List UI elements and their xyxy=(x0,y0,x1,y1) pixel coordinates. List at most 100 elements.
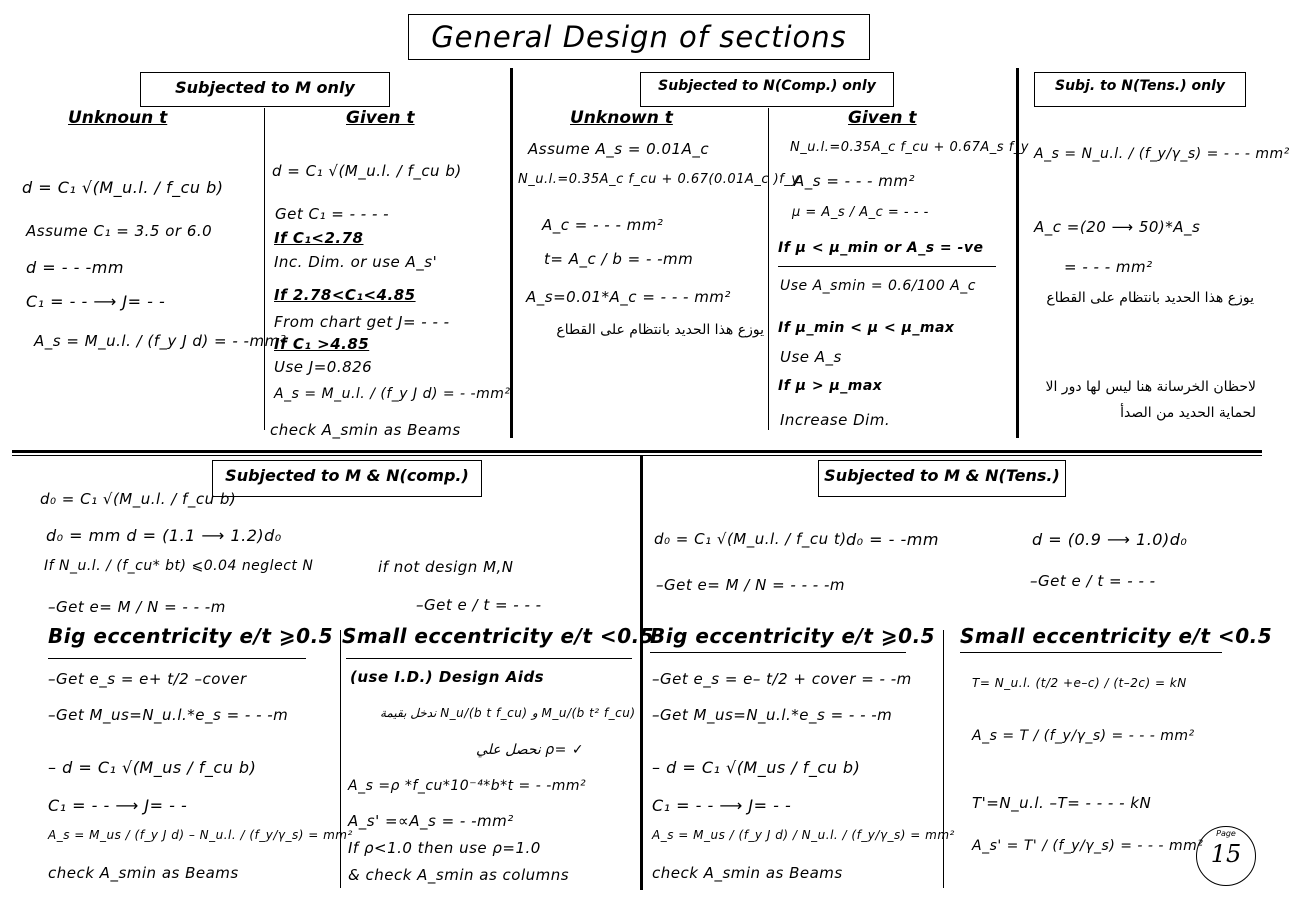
n-comp-left-line: Assume A_s = 0.01A_c xyxy=(528,140,710,158)
mn-tens-big-line: –Get M_us=N_u.l.*e_s = - - -m xyxy=(652,706,893,724)
m-only-right-line: check A_smin as Beams xyxy=(270,421,461,439)
mn-tens-small-line: T'=N_u.l. –T= - - - - kN xyxy=(972,794,1152,812)
page-stamp: Page 15 xyxy=(1196,826,1256,886)
m-only-right-line: If C₁<2.78 xyxy=(274,229,364,247)
mn-comp-small-line: (use I.D.) Design Aids xyxy=(350,668,545,686)
page-title: General Design of sections xyxy=(431,20,847,54)
m-only-unknown-t: Unknoun t xyxy=(68,108,168,128)
mn-tens-big-line: – d = C₁ √(M_us / f_cu b) xyxy=(652,758,861,777)
mn-tens-big-line: C₁ = - - ⟶ J= - - xyxy=(652,796,792,815)
page-title-box: General Design of sections xyxy=(408,14,870,60)
mn-comp-split xyxy=(340,630,341,888)
divider-center-bottom xyxy=(640,455,643,890)
n-comp-right-line: Use A_smin = 0.6/100 A_c xyxy=(780,278,976,294)
divider-horizontal xyxy=(12,450,1262,453)
m-only-left-line: A_s = M_u.l. / (f_y J d) = - -mm² xyxy=(34,332,287,350)
m-only-right-line: Inc. Dim. or use A_s' xyxy=(274,253,438,271)
mn-comp-top-line: –Get e= M / N = - - -m xyxy=(48,598,226,616)
mn-comp-big-line: –Get e_s = e+ t/2 –cover xyxy=(48,670,247,688)
n-comp-right-line: Increase Dim. xyxy=(780,411,891,429)
n-comp-left-line: N_u.l.=0.35A_c f_cu + 0.67(0.01A_c )f_y xyxy=(518,172,800,187)
mn-comp-small-line: If ρ<1.0 then use ρ=1.0 xyxy=(348,839,541,857)
mn-comp-big-line: C₁ = - - ⟶ J= - - xyxy=(48,796,188,815)
n-comp-left-line: A_c = - - - mm² xyxy=(542,216,664,234)
mn-comp-big-line: check A_smin as Beams xyxy=(48,864,239,882)
n-tens-line: A_c =(20 ⟶ 50)*A_s xyxy=(1034,218,1201,236)
n-comp-header: Subjected to N(Comp.) only xyxy=(640,72,894,107)
mn-comp-small-line: & check A_smin as columns xyxy=(348,866,570,884)
mn-comp-big-line: – d = C₁ √(M_us / f_cu b) xyxy=(48,758,257,777)
n-comp-left-line: A_s=0.01*A_c = - - - mm² xyxy=(526,288,731,306)
n-comp-right-line: If μ > μ_max xyxy=(778,378,883,394)
ncomp-split xyxy=(768,108,769,430)
n-tens-arabic: يوزع هذا الحديد بانتظام على القطاع xyxy=(1046,290,1254,306)
mn-comp-top-line: d₀ = C₁ √(M_u.l. / f_cu b) xyxy=(40,490,237,508)
mn-comp-big-underline xyxy=(48,658,306,659)
page-stamp-number: 15 xyxy=(1210,840,1242,868)
mn-tens-split xyxy=(943,630,944,888)
m-only-left-line: d = - - -mm xyxy=(26,258,124,277)
n-tens-line: = - - - mm² xyxy=(1064,258,1153,276)
mn-tens-top-line: d = (0.9 ⟶ 1.0)d₀ xyxy=(1032,530,1188,549)
n-comp-given-t: Given t xyxy=(848,108,917,128)
mn-comp-top-line: if not design M,N xyxy=(378,558,514,576)
m-only-given-t: Given t xyxy=(346,108,415,128)
n-tens-arabic-note: لاحظان الخرسانة هنا ليس لها دور الا لحما… xyxy=(1045,379,1256,421)
mn-comp-header: Subjected to M & N(comp.) xyxy=(212,460,482,497)
n-comp-underline xyxy=(778,266,996,267)
mn-comp-small-line: ندخل بقيمة N_u/(b t f_cu) و M_u/(b t² f_… xyxy=(380,706,636,720)
mn-comp-small-line: A_s =ρ *f_cu*10⁻⁴*b*t = - -mm² xyxy=(348,778,587,794)
n-comp-left-arabic: يوزع هذا الحديد بانتظام على القطاع xyxy=(556,322,764,338)
mn-tens-small-underline xyxy=(960,652,1222,653)
m-only-right-line: d = C₁ √(M_u.l. / f_cu b) xyxy=(272,162,462,180)
mn-comp-small-title: Small eccentricity e/t <0.5 xyxy=(342,624,655,648)
mn-tens-big-underline xyxy=(650,652,906,653)
mn-tens-top-line: –Get e / t = - - - xyxy=(1030,572,1156,590)
mn-tens-top-line: –Get e= M / N = - - - -m xyxy=(656,576,845,594)
n-comp-right-line: N_u.l.=0.35A_c f_cu + 0.67A_s f_y xyxy=(790,140,1029,155)
n-comp-right-line: μ = A_s / A_c = - - - xyxy=(792,205,929,220)
m-only-left-line: C₁ = - - ⟶ J= - - xyxy=(26,292,166,311)
m-only-right-line: If 2.78<C₁<4.85 xyxy=(274,286,416,304)
m-only-header: Subjected to M only xyxy=(140,72,390,107)
mn-tens-big-line: –Get e_s = e– t/2 + cover = - -m xyxy=(652,670,912,688)
n-tens-line: A_s = N_u.l. / (f_y/γ_s) = - - - mm² xyxy=(1034,146,1290,162)
mn-comp-big-title: Big eccentricity e/t ⩾0.5 xyxy=(48,624,334,648)
divider-left-top xyxy=(510,68,513,438)
mn-comp-top-line: If N_u.l. / (f_cu* bt) ⩽0.04 neglect N xyxy=(44,558,314,574)
mn-tens-big-line: A_s = M_us / (f_y J d) / N_u.l. / (f_y/γ… xyxy=(652,828,955,842)
mn-comp-big-line: –Get M_us=N_u.l.*e_s = - - -m xyxy=(48,706,289,724)
mn-tens-small-title: Small eccentricity e/t <0.5 xyxy=(960,624,1273,648)
divider-horizontal-2 xyxy=(12,455,1262,456)
mn-comp-small-line: A_s' =∝A_s = - -mm² xyxy=(348,812,514,830)
mn-tens-small-line: A_s' = T' / (f_y/γ_s) = - - - mm² xyxy=(972,838,1204,854)
m-only-left-line: Assume C₁ = 3.5 or 6.0 xyxy=(26,222,213,240)
m-only-right-line: Get C₁ = - - - - xyxy=(275,205,390,223)
mn-comp-big-line: A_s = M_us / (f_y J d) – N_u.l. / (f_y/γ… xyxy=(48,828,353,842)
mn-comp-top-line: –Get e / t = - - - xyxy=(416,596,542,614)
mn-comp-small-line: نحصل علي ρ= ✓ xyxy=(476,742,585,758)
n-comp-right-line: Use A_s xyxy=(780,348,842,366)
n-comp-unknown-t: Unknown t xyxy=(570,108,673,128)
mn-tens-big-line: check A_smin as Beams xyxy=(652,864,843,882)
m-only-right-line: From chart get J= - - - xyxy=(274,313,450,331)
m-only-right-line: If C₁ >4.85 xyxy=(274,335,370,353)
mn-tens-top-line: d₀ = - -mm xyxy=(846,530,939,549)
mn-tens-small-line: T= N_u.l. (t/2 +e–c) / (t–2c) = kN xyxy=(972,676,1187,690)
page-stamp-label: Page xyxy=(1216,829,1236,838)
n-comp-right-line: A_s = - - - mm² xyxy=(794,172,915,190)
m-only-split xyxy=(264,108,265,430)
n-tens-header: Subj. to N(Tens.) only xyxy=(1034,72,1246,107)
mn-comp-small-underline xyxy=(346,658,632,659)
n-comp-right-line: If μ_min < μ < μ_max xyxy=(778,320,955,336)
m-only-right-line: A_s = M_u.l. / (f_y J d) = - -mm² xyxy=(274,386,511,402)
mn-tens-big-title: Big eccentricity e/t ⩾0.5 xyxy=(650,624,936,648)
mn-comp-top-line: d₀ = mm d = (1.1 ⟶ 1.2)d₀ xyxy=(46,526,282,545)
m-only-right-line: Use J=0.826 xyxy=(274,358,373,376)
divider-right-top xyxy=(1016,68,1019,438)
m-only-left-line: d = C₁ √(M_u.l. / f_cu b) xyxy=(22,178,224,197)
n-comp-right-line: If μ < μ_min or A_s = -ve xyxy=(778,240,984,256)
mn-tens-header: Subjected to M & N(Tens.) xyxy=(818,460,1066,497)
mn-tens-top-line: d₀ = C₁ √(M_u.l. / f_cu t) xyxy=(654,530,847,548)
n-comp-left-line: t= A_c / b = - -mm xyxy=(544,250,694,268)
